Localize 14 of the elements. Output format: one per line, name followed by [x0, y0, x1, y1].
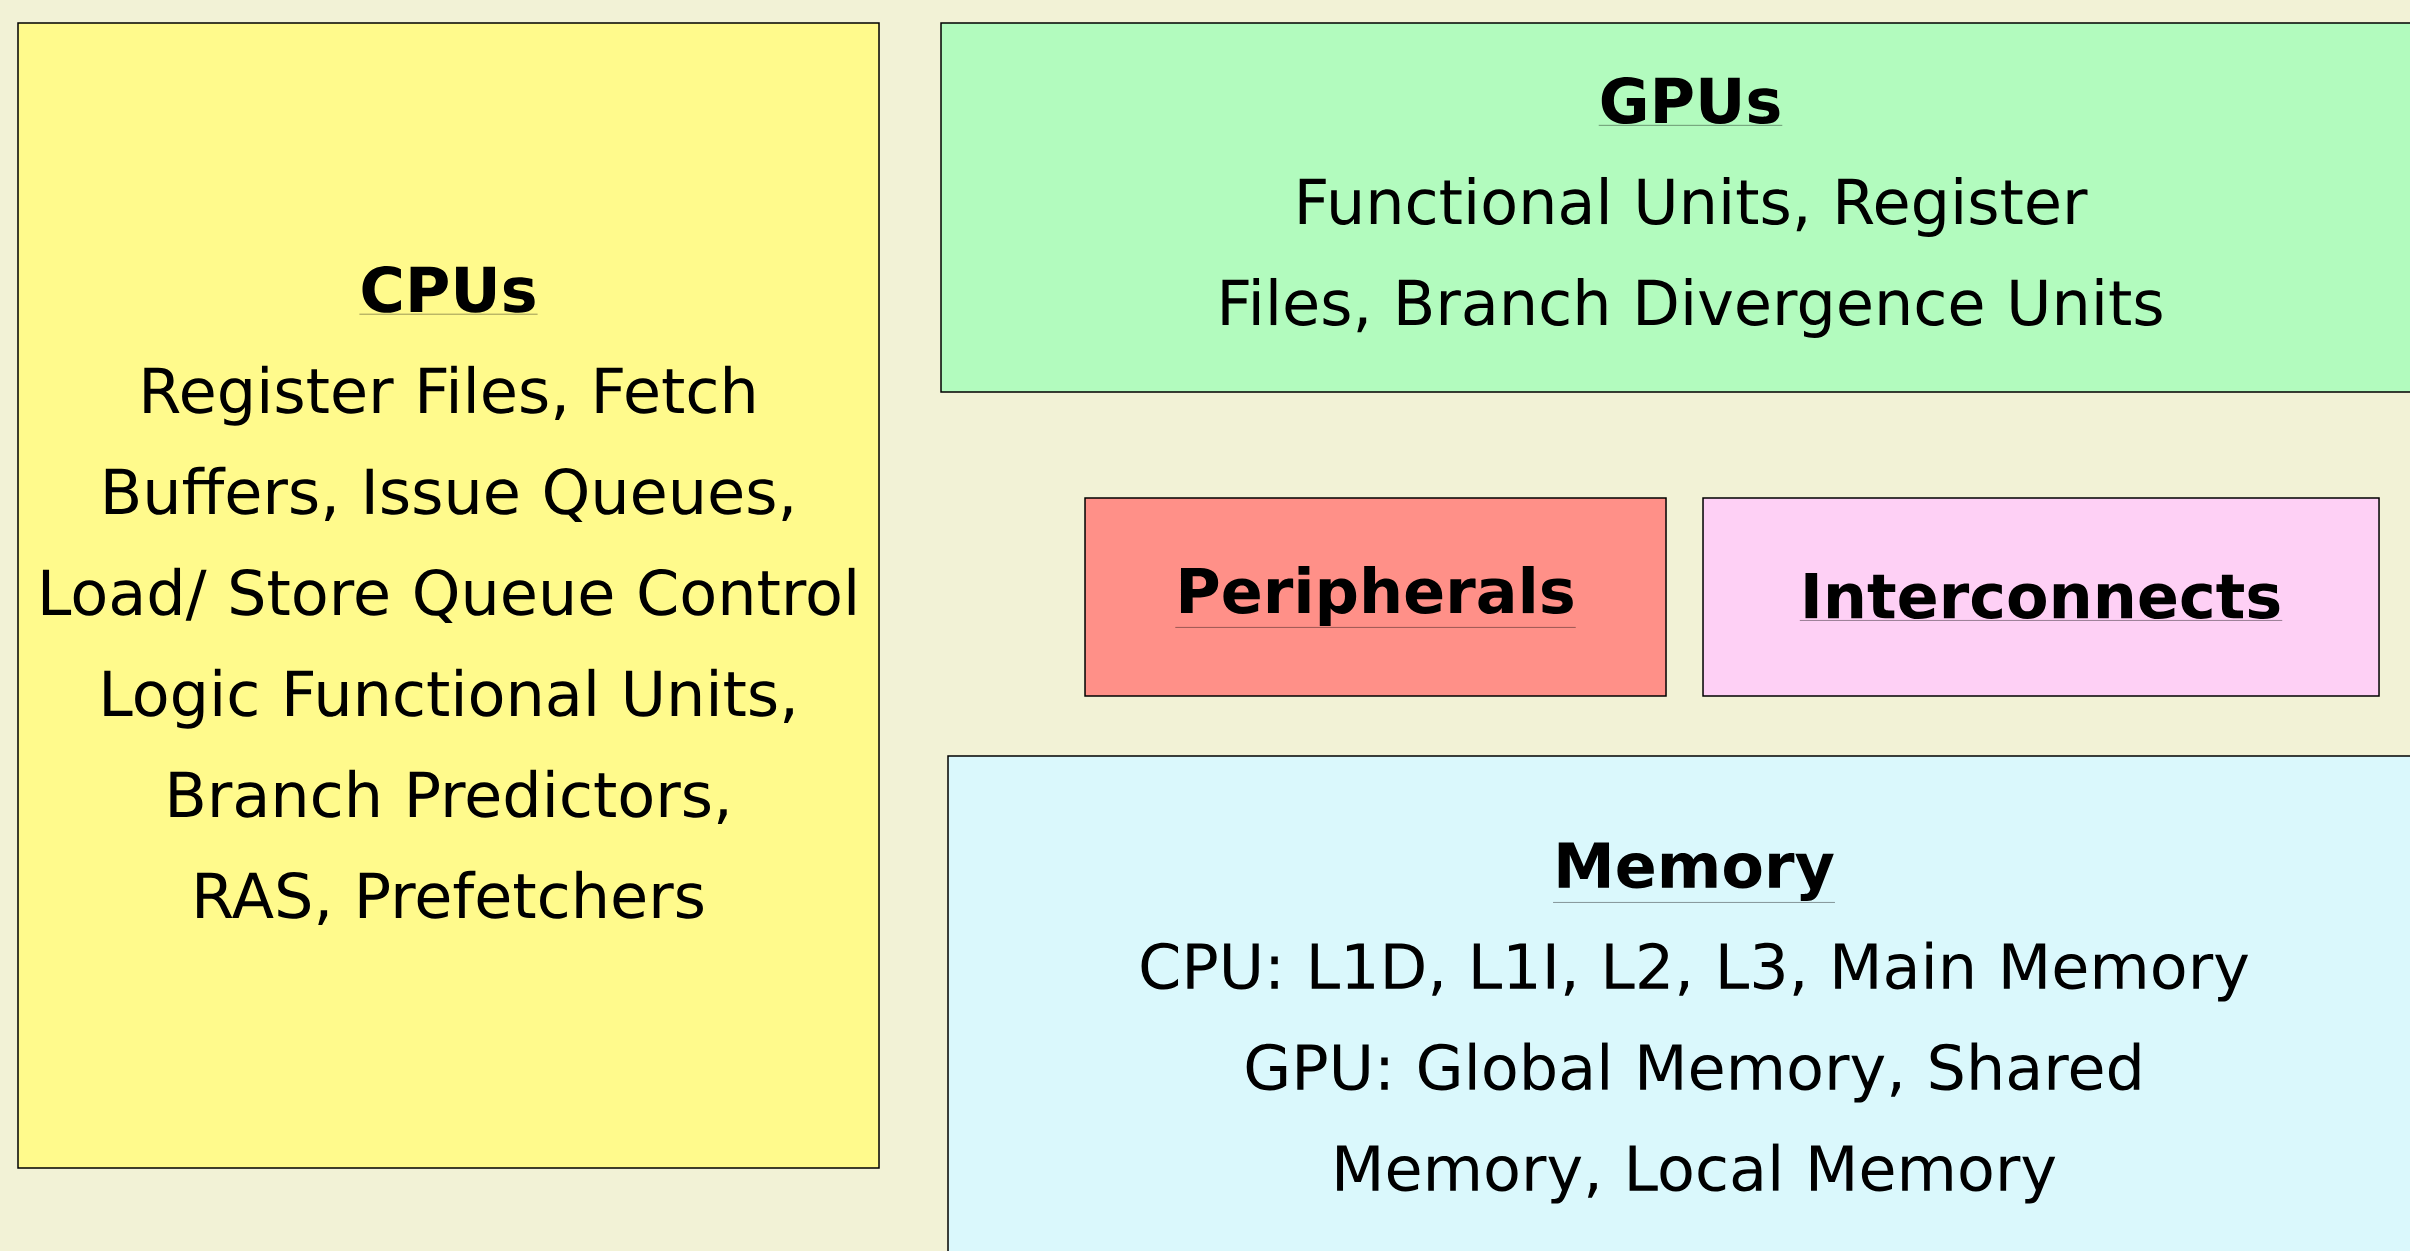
box-heading: CPUs [359, 265, 538, 315]
component-box [17, 22, 880, 1169]
component-box [1702, 497, 2380, 697]
box-text: Register Files, Fetch Buffers, Issue Queues, Load/ Store Queue Control Logic Functional Units, Branch Predictors, RAS, Prefetchers [42, 365, 855, 926]
component-box [1084, 497, 1667, 697]
box-text: CPU: L1D, L1I, L2, L3, Main Memory [1141, 941, 2249, 1002]
box-heading: GPUs [1598, 77, 1783, 126]
box-text: GPU: Global Memory, Shared Memory, Local Memory [1246, 1042, 2140, 1204]
component-box [940, 22, 2410, 393]
component-box [947, 755, 2410, 1251]
box-heading: Interconnects [1799, 572, 2283, 621]
box-text: Functional Units, Register Files, Branch Divergence Units [1222, 176, 2162, 338]
box-heading: Peripherals [1175, 566, 1576, 628]
box-heading: Memory [1552, 842, 1836, 903]
